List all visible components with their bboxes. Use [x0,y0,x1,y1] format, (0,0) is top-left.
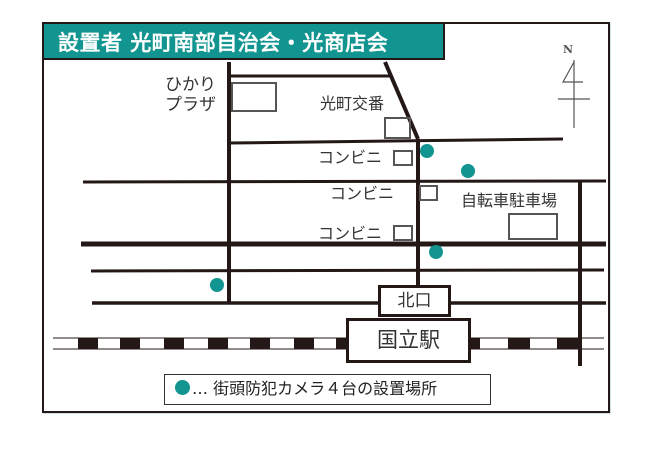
road-diagonal [383,61,420,140]
station-kunitachi: 国立駅 [346,318,471,363]
legend-text: … 街頭防犯カメラ４台の設置場所 [192,379,438,398]
camera-marker[interactable] [461,164,475,178]
camera-marker[interactable] [210,278,224,292]
building-bike-parking [508,213,558,240]
map-title: 設置者 光町南部自治会・光商店会 [42,22,445,60]
road-h4 [90,268,605,273]
camera-marker[interactable] [420,144,434,158]
building-hikari-plaza [231,82,277,112]
label-konbini-1: コンビニ [318,148,383,167]
road-h2 [82,179,607,184]
label-hikari-plaza-line2: プラザ [165,94,216,115]
camera-markers [210,144,475,292]
building-konbini-2 [419,185,438,201]
camera-marker[interactable] [429,245,443,259]
road-h1 [228,137,564,145]
label-bike-parking: 自転車駐車場 [461,191,558,210]
label-konbini-3: コンビニ [318,224,383,243]
camera-dot-icon [175,380,190,395]
label-koban: 光町交番 [320,94,385,113]
compass-north-label: N [563,43,574,56]
building-konbini-3 [393,225,413,241]
legend: … 街頭防犯カメラ４台の設置場所 [164,374,491,405]
compass-arrow [561,61,583,83]
building-koban [384,117,411,139]
label-hikari-plaza: ひかり プラザ [165,75,216,115]
label-hikari-plaza-line1: ひかり [165,75,216,95]
railway-ties [78,338,579,349]
label-konbini-2: コンビニ [330,184,395,203]
station-north-exit: 北口 [378,285,451,317]
building-konbini-1 [393,150,413,166]
